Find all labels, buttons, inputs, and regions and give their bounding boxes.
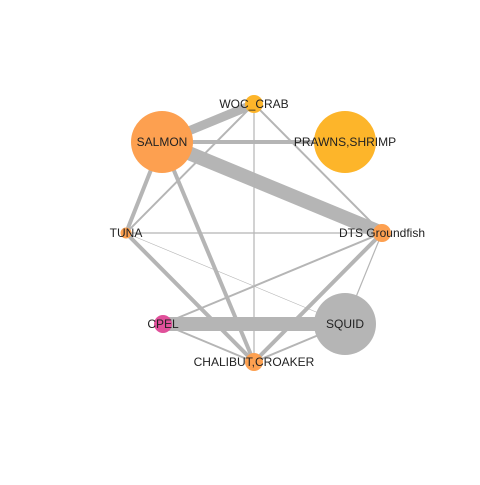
edge-tuna-chalibut_croaker xyxy=(124,231,256,364)
node-label-woc_crab: WOC_CRAB xyxy=(219,97,288,111)
edge-dts_groundfish-cpel xyxy=(162,232,383,325)
node-label-chalibut_croaker: CHALIBUT,CROAKER xyxy=(194,355,315,369)
node-dts_groundfish[interactable] xyxy=(373,224,391,242)
node-label-dts_groundfish: DTS Groundfish xyxy=(339,226,425,240)
node-label-squid: SQUID xyxy=(326,317,364,331)
node-layer xyxy=(120,95,391,371)
node-prawns_shrimp[interactable] xyxy=(314,111,376,173)
node-chalibut_croaker[interactable] xyxy=(245,353,263,371)
node-tuna[interactable] xyxy=(120,227,132,239)
edge-salmon-dts_groundfish xyxy=(159,135,385,240)
node-squid[interactable] xyxy=(314,293,376,355)
edge-woc_crab-dts_groundfish xyxy=(253,103,383,234)
node-label-prawns_shrimp: PRAWNS,SHRIMP xyxy=(294,135,396,149)
edge-woc_crab-tuna xyxy=(125,103,255,234)
edge-dts_groundfish-chalibut_croaker xyxy=(252,231,384,364)
node-label-tuna: TUNA xyxy=(110,226,143,240)
edge-cpel-chalibut_croaker xyxy=(162,323,255,363)
node-woc_crab[interactable] xyxy=(245,95,263,113)
label-layer: WOC_CRAB SALMON PRAWNS,SHRIMP TUNA DTS Groun… xyxy=(110,97,425,369)
node-salmon[interactable] xyxy=(131,111,193,173)
node-label-salmon: SALMON xyxy=(137,135,188,149)
node-cpel[interactable] xyxy=(154,315,172,333)
edge-tuna-squid xyxy=(125,232,346,325)
node-label-cpel: CPEL xyxy=(147,317,179,331)
